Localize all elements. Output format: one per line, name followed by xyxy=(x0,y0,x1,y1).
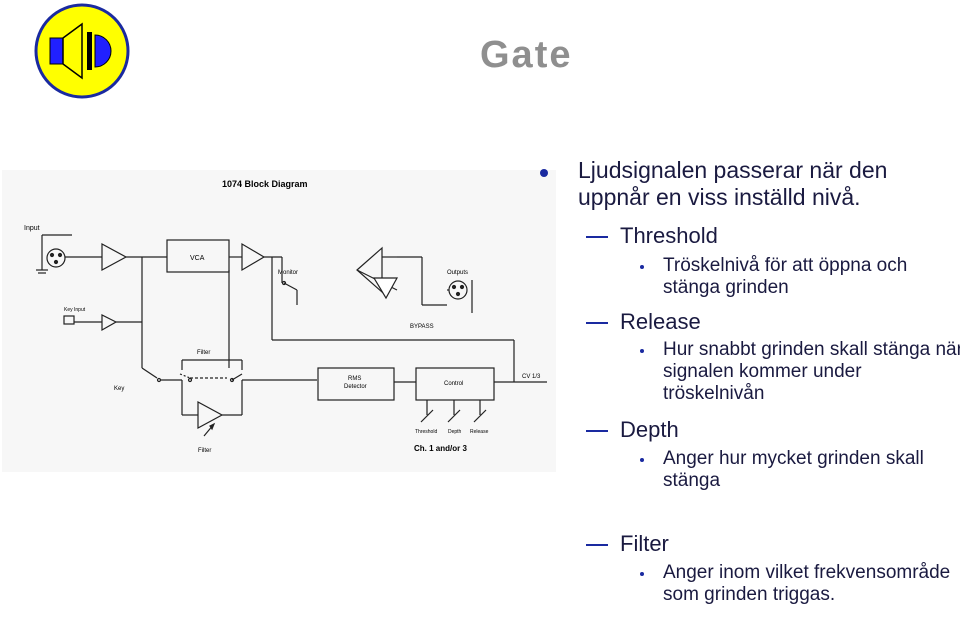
item-depth-label: Depth xyxy=(620,417,679,442)
label-channel: Ch. 1 and/or 3 xyxy=(414,444,467,453)
label-depth: Depth xyxy=(448,429,462,435)
label-outputs: Outputs xyxy=(447,270,468,276)
label-bypass: BYPASS xyxy=(410,324,434,330)
sub-bullet xyxy=(640,349,644,353)
label-key: Key xyxy=(114,386,124,392)
label-monitor: Monitor xyxy=(278,270,298,276)
item-release-label: Release xyxy=(620,309,701,334)
dash-marker xyxy=(586,322,608,324)
item-release-desc: Hur snabbt grinden skall stänga när sign… xyxy=(663,339,960,404)
output-connector xyxy=(448,280,468,300)
bullet-dot xyxy=(540,169,548,177)
control-box xyxy=(415,367,495,401)
vca-box xyxy=(166,239,230,273)
bypass-amp xyxy=(356,246,383,294)
label-detector: Detector xyxy=(344,384,367,390)
label-filter-bottom: Filter xyxy=(198,448,211,454)
dash-marker xyxy=(586,544,608,546)
label-release: Release xyxy=(470,429,489,435)
label-vca: VCA xyxy=(190,255,205,262)
dash-marker xyxy=(586,236,608,238)
item-depth-desc: Anger hur mycket grinden skall stänga xyxy=(663,448,924,491)
label-cv: CV 1/3 xyxy=(522,374,541,380)
sub-bullet xyxy=(640,458,644,462)
label-rms: RMS xyxy=(348,376,361,382)
speaker-icon xyxy=(34,3,130,99)
sub-bullet xyxy=(640,265,644,269)
intro-text: Ljudsignalen passerar när den uppnår en … xyxy=(578,157,888,210)
slide-title: Gate xyxy=(480,34,573,76)
item-threshold-label: Threshold xyxy=(620,223,718,248)
label-input: Input xyxy=(24,225,40,232)
diagram-title: 1074 Block Diagram xyxy=(222,179,308,189)
filter-amp xyxy=(197,400,224,430)
sub-bullet xyxy=(640,572,644,576)
label-key-input: Key Input xyxy=(64,307,86,313)
item-filter-label: Filter xyxy=(620,531,669,556)
input-amp xyxy=(101,242,128,272)
output-amp xyxy=(241,242,266,272)
speaker-logo xyxy=(33,2,131,100)
input-connector xyxy=(46,248,66,268)
label-control: Control xyxy=(444,381,463,387)
rms-detector-box xyxy=(317,367,395,401)
item-filter-desc: Anger inom vilket frekvensområde som gri… xyxy=(663,562,951,605)
block-diagram: 1074 Block Diagram Input VCA Monitor BYP… xyxy=(2,170,556,472)
dash-marker xyxy=(586,430,608,432)
block-diagram-svg: 1074 Block Diagram Input VCA Monitor BYP… xyxy=(24,179,547,454)
item-threshold-desc: Tröskelnivå för att öppna och stänga gri… xyxy=(663,255,908,298)
label-threshold: Threshold xyxy=(415,429,437,435)
label-filter: Filter xyxy=(197,350,210,356)
